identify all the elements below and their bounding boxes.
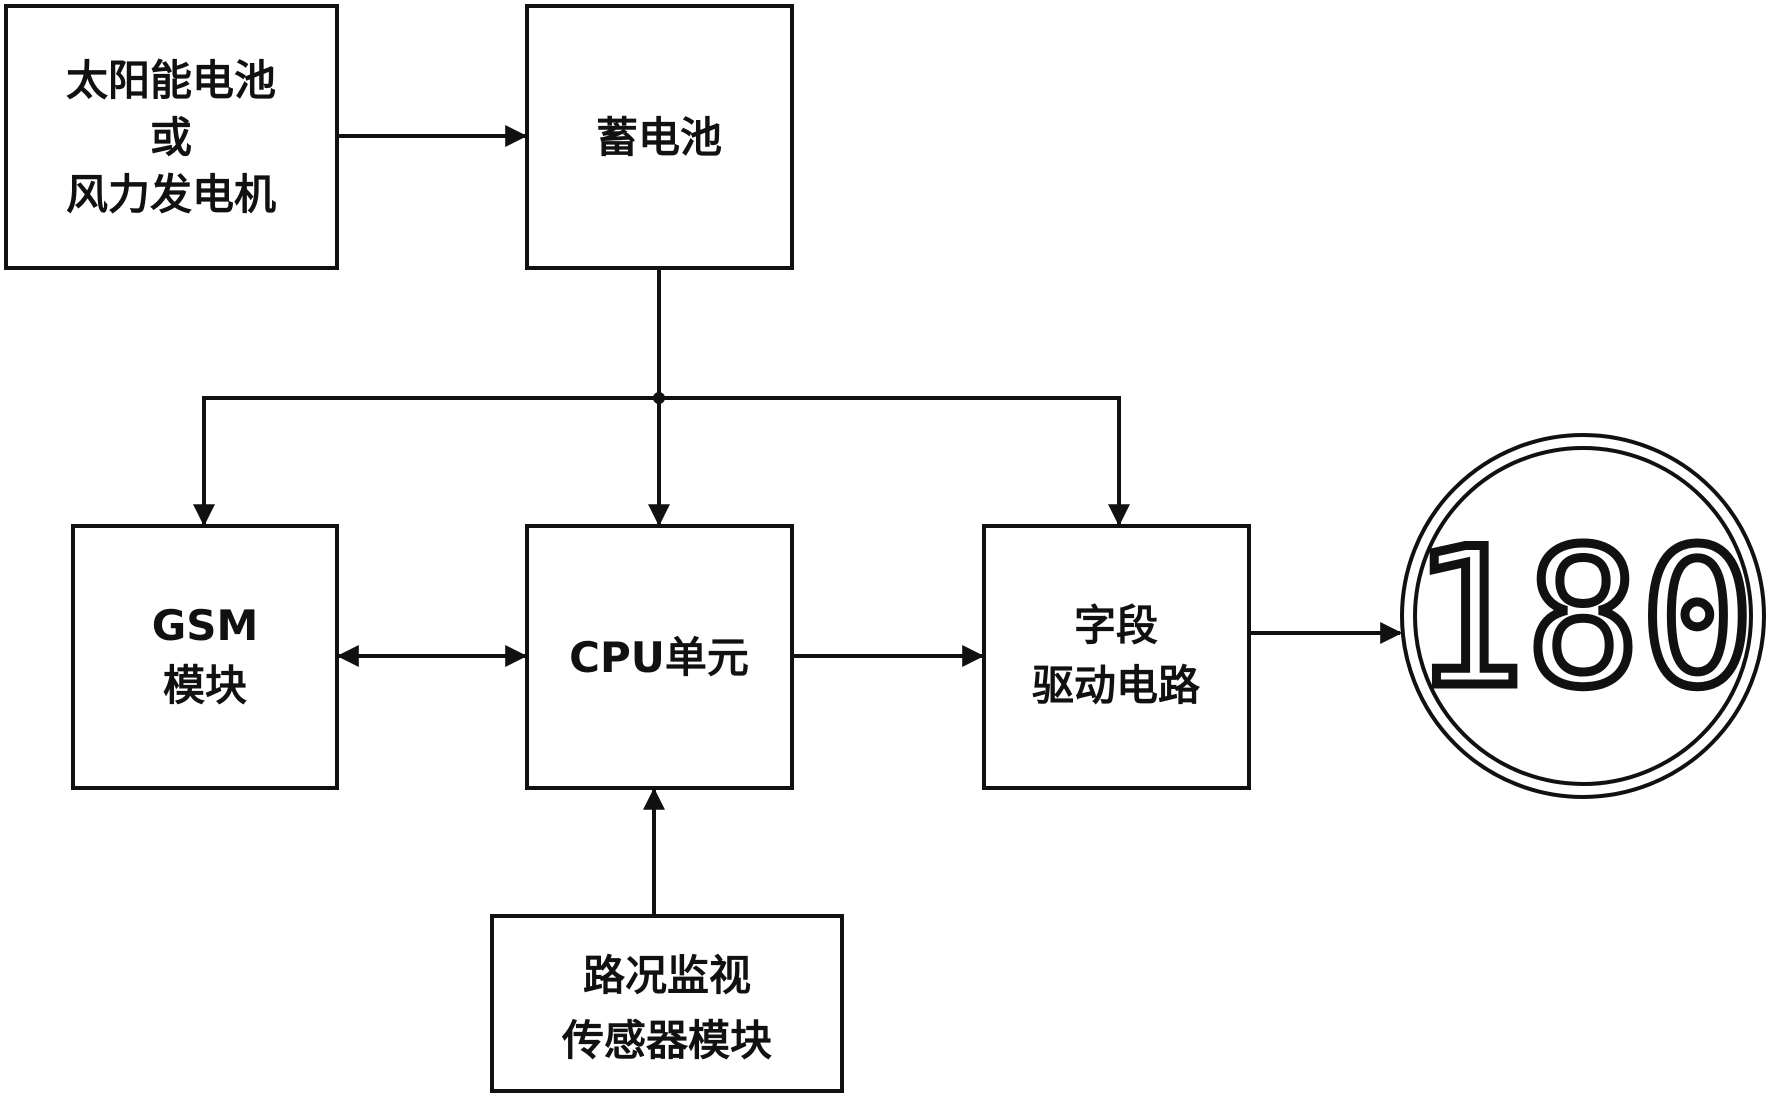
connectors xyxy=(193,125,1403,916)
driver-line-1: 字段 xyxy=(1074,601,1158,650)
driver-block: 字段 驱动电路 xyxy=(982,524,1251,790)
power-source-line-2: 或 xyxy=(150,113,192,162)
speed-display: 180 xyxy=(1400,433,1766,799)
cpu-label: CPU单元 xyxy=(569,633,749,682)
battery-block: 蓄电池 xyxy=(525,4,794,270)
cpu-block: CPU单元 xyxy=(525,524,794,790)
power-source-line-1: 太阳能电池 xyxy=(66,56,276,105)
gsm-line-1: GSM xyxy=(152,601,259,650)
sensor-line-1: 路况监视 xyxy=(583,951,751,1000)
driver-line-2: 驱动电路 xyxy=(1032,661,1201,710)
sensor-block: 路况监视 传感器模块 xyxy=(490,914,844,1093)
sensor-line-2: 传感器模块 xyxy=(561,1016,772,1065)
power-source-block: 太阳能电池 或 风力发电机 xyxy=(4,4,339,270)
gsm-line-2: 模块 xyxy=(163,661,247,710)
power-source-line-3: 风力发电机 xyxy=(66,170,276,219)
display-value: 180 xyxy=(1411,508,1754,729)
line-power-bus xyxy=(202,396,1121,524)
gsm-block: GSM 模块 xyxy=(71,524,339,790)
battery-label: 蓄电池 xyxy=(596,113,722,162)
